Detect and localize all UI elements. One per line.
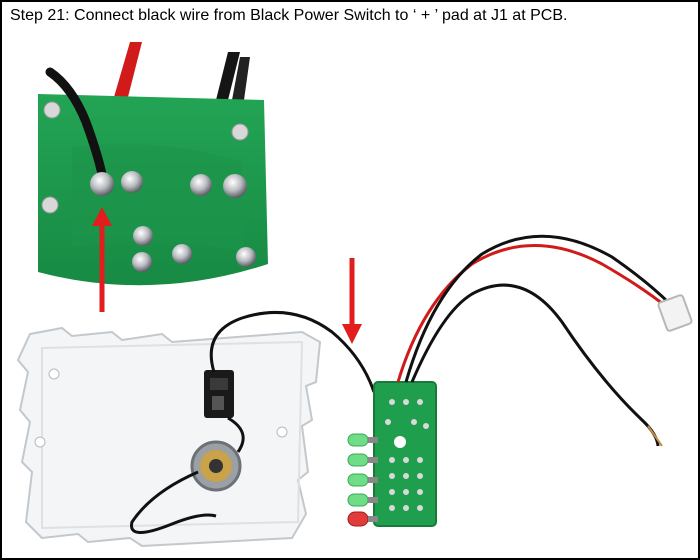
black-wire-switch-to-pcb	[209, 311, 376, 393]
red-led-icon	[347, 511, 378, 527]
black-wire-pot-loop	[130, 470, 217, 534]
red-wire-top	[114, 42, 142, 97]
green-led-icon	[347, 493, 378, 507]
switch-pcb-closeup	[38, 42, 268, 286]
arrow-up-to-pad-icon	[92, 207, 112, 312]
panel-hole-icon	[34, 436, 46, 448]
mounting-hole-icon	[41, 196, 59, 214]
green-led-icon	[347, 473, 378, 487]
led-column	[347, 433, 378, 527]
panel-hole-icon	[48, 368, 60, 380]
green-led-icon	[347, 453, 378, 467]
panel-hole-icon	[276, 426, 288, 438]
black-power-switch	[204, 370, 234, 418]
step-caption: Step 21: Connect black wire from Black P…	[10, 7, 568, 24]
black-wire-loose	[410, 283, 660, 447]
black-wire-top-right-1	[216, 52, 240, 100]
black-wire-switch-to-pot	[227, 416, 245, 453]
led-pcb	[373, 381, 437, 527]
mounting-hole-icon	[231, 123, 249, 141]
solder-joints	[90, 171, 256, 272]
red-wire-to-connector	[396, 244, 669, 383]
black-wire-to-connector	[404, 234, 672, 383]
mounting-hole-icon	[43, 101, 61, 119]
green-led-icon	[347, 433, 378, 447]
base-panel	[16, 326, 322, 548]
potentiometer	[190, 440, 242, 492]
arrow-down-to-j1-icon	[342, 258, 362, 344]
black-wire-top-right-2	[232, 57, 250, 100]
white-connector	[657, 294, 693, 332]
black-wire-to-pad	[45, 67, 107, 179]
